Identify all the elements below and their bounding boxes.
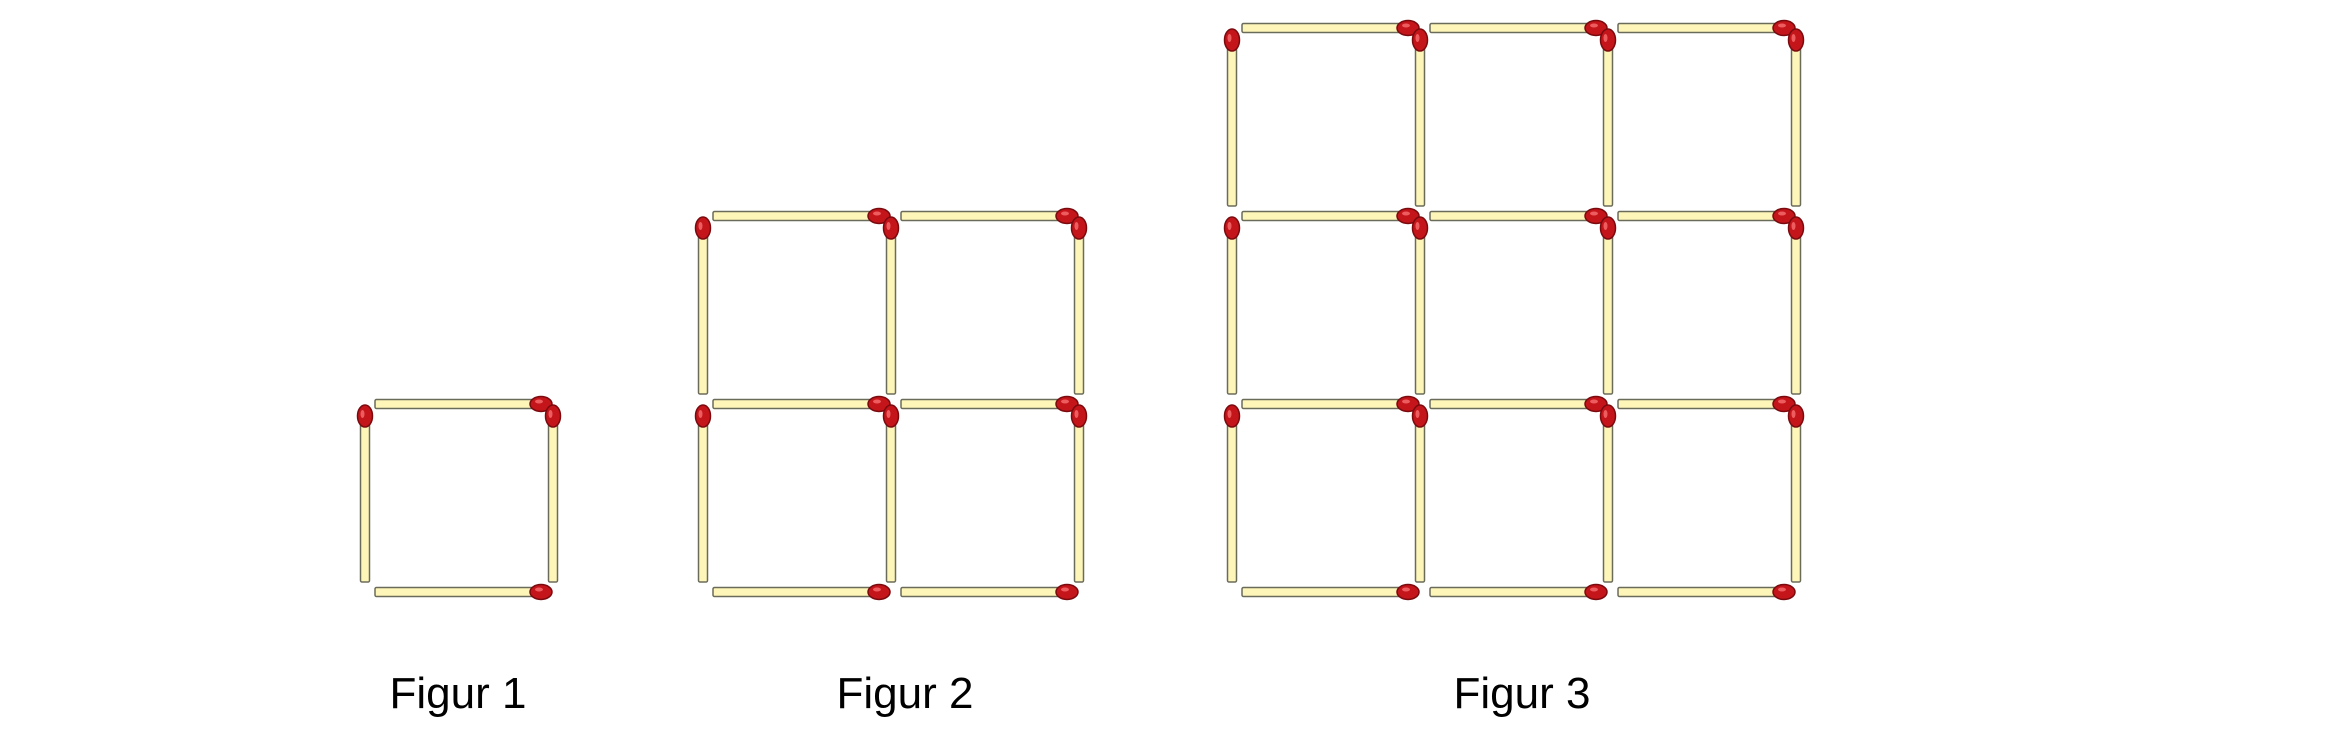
- matchstick-icon: [1599, 404, 1617, 583]
- matchstick-icon: [882, 404, 900, 583]
- matchstick-icon: [1223, 216, 1241, 395]
- matchstick-icon: [356, 404, 374, 583]
- matchstick-icon: [712, 207, 891, 225]
- matchstick-icon: [1241, 583, 1420, 601]
- matchstick-icon: [1429, 395, 1608, 413]
- figure-2-caption: Figur 2: [836, 669, 974, 718]
- matchstick-icon: [1787, 216, 1805, 395]
- matchstick-icon: [1241, 19, 1420, 37]
- matchstick-icon: [694, 404, 712, 583]
- matchstick-icon: [900, 395, 1079, 413]
- matchstick-icon: [1599, 216, 1617, 395]
- matchstick-icon: [1223, 404, 1241, 583]
- figure-3-caption: Figur 3: [1453, 669, 1591, 718]
- matchstick-icon: [712, 583, 891, 601]
- matchstick-icon: [1429, 19, 1608, 37]
- matchstick-icon: [900, 207, 1079, 225]
- matchstick-icon: [1429, 583, 1608, 601]
- matchstick-icon: [1787, 404, 1805, 583]
- matchstick-icon: [544, 404, 562, 583]
- matchstick-icon: [712, 395, 891, 413]
- matchstick-icon: [882, 216, 900, 395]
- matchstick-icon: [1599, 28, 1617, 207]
- matchstick-icon: [900, 583, 1079, 601]
- matchstick-icon: [1617, 207, 1796, 225]
- matchstick-icon: [374, 395, 553, 413]
- matchstick-icon: [1241, 207, 1420, 225]
- matchstick-icon: [1617, 19, 1796, 37]
- matchstick-icon: [1429, 207, 1608, 225]
- figure-1-caption: Figur 1: [389, 669, 527, 718]
- matchstick-icon: [1223, 28, 1241, 207]
- matchstick-icon: [1070, 216, 1088, 395]
- matchstick-icon: [1411, 216, 1429, 395]
- matchstick-icon: [1617, 583, 1796, 601]
- matchstick-icon: [1617, 395, 1796, 413]
- matchstick-icon: [374, 583, 553, 601]
- matchstick-icon: [1411, 28, 1429, 207]
- matchstick-icon: [1241, 395, 1420, 413]
- matchstick-icon: [1070, 404, 1088, 583]
- matchstick-icon: [1787, 28, 1805, 207]
- matchstick-icon: [694, 216, 712, 395]
- matchstick-icon: [1411, 404, 1429, 583]
